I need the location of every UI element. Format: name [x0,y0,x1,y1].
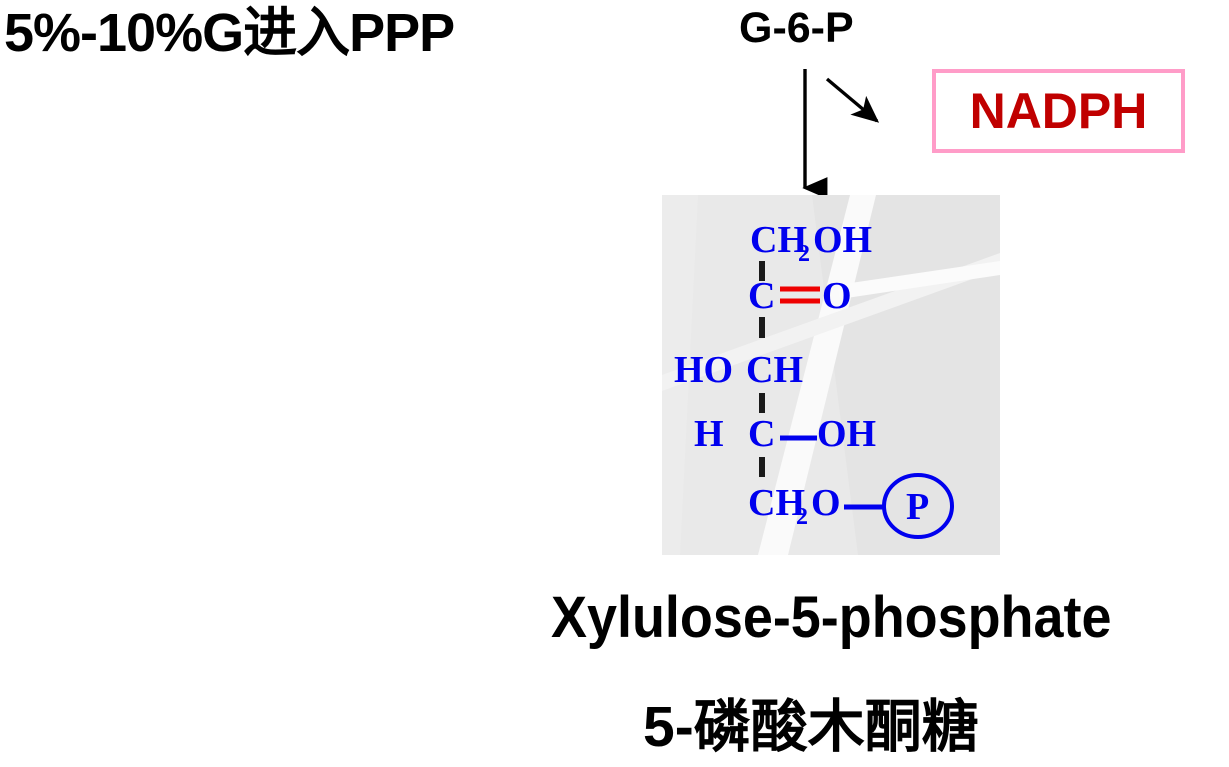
nadph-label: NADPH [969,83,1148,139]
substrate-label-g6p: G-6-P [739,4,854,52]
phosphate-circle [882,473,954,539]
svg-text:P: P [906,486,929,528]
svg-text:HO: HO [674,349,733,391]
page-title: 5%-10%G进入PPP [4,3,455,63]
structure-row-c2: C O [748,275,852,317]
svg-text:2: 2 [796,504,808,530]
svg-text:H: H [694,413,724,455]
xylulose-5-phosphate-structure: CH 2 OH C O HO CH [674,219,954,539]
structure-row-c4: H C OH [694,413,876,455]
panel-background-streaks [662,195,1000,555]
structure-row-c3: HO CH [674,349,803,391]
nadph-callout-box: NADPH [932,69,1185,153]
svg-text:O: O [822,275,852,317]
svg-text:C: C [748,413,775,455]
svg-text:OH: OH [817,413,876,455]
svg-text:OH: OH [813,219,872,261]
structure-image-panel: CH 2 OH C O HO CH [662,195,1000,555]
structure-row-c5: CH 2 O P [748,473,954,539]
svg-text:CH: CH [746,349,803,391]
svg-text:C: C [748,275,775,317]
caption-english: Xylulose-5-phosphate [551,585,1112,650]
svg-text:CH: CH [750,219,807,261]
svg-text:2: 2 [798,241,810,267]
product-branch-arrow [825,77,880,123]
svg-text:CH: CH [748,482,805,524]
svg-text:O: O [811,482,841,524]
caption-chinese: 5-磷酸木酮糖 [643,695,979,759]
structure-row-c1: CH 2 OH [750,219,872,267]
